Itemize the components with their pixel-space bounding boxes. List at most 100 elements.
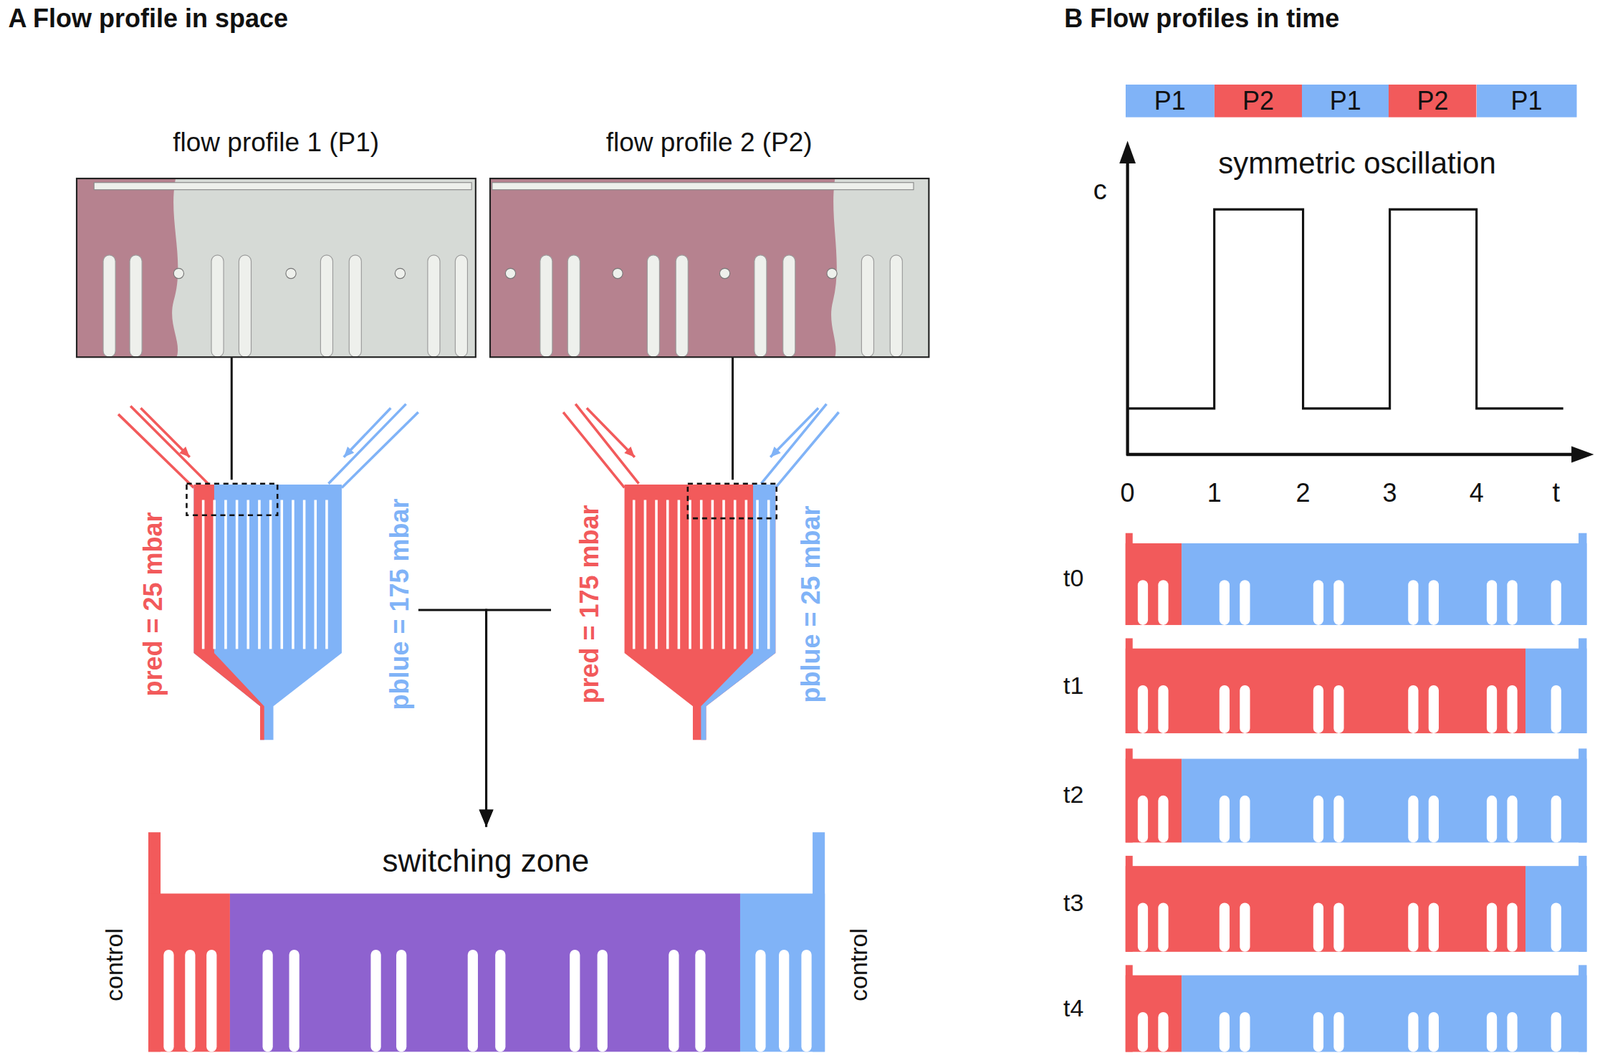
phase-band xyxy=(1388,84,1477,118)
zone-title: switching zone xyxy=(382,842,590,878)
finger-structure xyxy=(1313,579,1324,625)
finger-structure xyxy=(1486,684,1497,734)
chip-slot xyxy=(247,500,251,650)
connector xyxy=(732,356,734,480)
pillar xyxy=(505,268,516,279)
finger-structure xyxy=(1313,684,1324,734)
phase-band: P2 xyxy=(1388,84,1477,118)
phase-band xyxy=(1214,84,1302,118)
connector xyxy=(479,609,552,827)
finger-structure xyxy=(1157,795,1168,843)
chip-body xyxy=(194,484,342,740)
control-label: control xyxy=(845,927,873,1001)
finger-structure xyxy=(1157,579,1168,625)
pressure-label: pred = 25 mbar xyxy=(139,512,168,697)
panel-heading: flow profile 1 (P1) xyxy=(172,128,380,158)
finger-structure xyxy=(370,948,381,1051)
inlet-channel xyxy=(575,404,639,484)
blue-flow xyxy=(1181,975,1587,1052)
phase-band: P1 xyxy=(1476,84,1578,118)
finger-structure xyxy=(801,948,812,1051)
finger-structure xyxy=(1239,684,1250,734)
switching-zone: switching zone xyxy=(148,826,825,1052)
finger-structure xyxy=(495,948,506,1051)
inlet-channel xyxy=(563,412,625,488)
x-axis xyxy=(1126,452,1576,456)
micrograph-panel: flow profile 1 (P1) xyxy=(76,178,476,357)
chip-slot xyxy=(688,500,692,650)
tick-label: 4 xyxy=(1469,478,1484,508)
channel-wall xyxy=(93,182,472,190)
chip-slot xyxy=(700,500,703,650)
finger-structure xyxy=(1506,1011,1517,1052)
chip-slot xyxy=(677,500,681,650)
finger-structure xyxy=(753,255,766,357)
chip-slot xyxy=(767,500,771,650)
tick-label: 1 xyxy=(1207,478,1222,508)
finger-structure xyxy=(1137,684,1148,734)
finger-structure xyxy=(1137,579,1148,625)
finger-structure xyxy=(1219,684,1230,734)
panel-heading: flow profile 2 (P2) xyxy=(606,128,813,158)
axis-arrowhead xyxy=(1119,141,1136,164)
finger-structure xyxy=(1239,1011,1250,1052)
pressure-label: pblue = 25 mbar xyxy=(796,505,826,703)
finger-structure xyxy=(675,255,688,357)
chip-slot xyxy=(654,500,658,650)
finger-structure xyxy=(454,255,468,357)
art-group xyxy=(118,404,419,741)
finger-structure xyxy=(1428,902,1439,951)
finger-structure xyxy=(778,948,789,1051)
dyed-fluid xyxy=(490,178,837,357)
axis-label: t xyxy=(1551,477,1560,509)
chip-schematic-art xyxy=(132,479,419,740)
finger-structure xyxy=(539,255,552,357)
chip-slot xyxy=(269,500,273,650)
chip-slot xyxy=(314,500,318,650)
finger-structure xyxy=(1219,902,1230,951)
finger-structure xyxy=(396,948,407,1051)
tick-label: 0 xyxy=(1120,478,1135,508)
finger-structure xyxy=(1428,579,1439,625)
finger-structure xyxy=(889,255,903,357)
chip-slot xyxy=(257,500,261,650)
finger-structure xyxy=(1428,684,1439,734)
connector-line xyxy=(731,356,734,480)
finger-structure xyxy=(1239,902,1250,951)
finger-structure xyxy=(1219,1011,1230,1052)
connector-line xyxy=(418,609,487,827)
photo-background xyxy=(76,178,476,357)
chip-slot xyxy=(666,500,670,650)
blue-flow xyxy=(1181,543,1587,625)
finger-structure xyxy=(1407,902,1419,951)
finger-structure xyxy=(1551,795,1562,843)
finger-structure xyxy=(288,948,299,1051)
finger-structure xyxy=(184,948,195,1051)
finger-structure xyxy=(467,948,478,1051)
finger-structure xyxy=(427,255,440,357)
photo-frame xyxy=(76,178,476,357)
phase-band xyxy=(1476,84,1578,118)
panel-title: A Flow profile in space xyxy=(7,4,289,33)
art-group xyxy=(1388,84,1477,118)
finger-structure xyxy=(1407,579,1419,625)
blue-flow xyxy=(739,892,825,1052)
finger-structure xyxy=(1551,579,1562,625)
chip-stream xyxy=(194,484,265,740)
inflow-arrow xyxy=(343,408,392,458)
inflow-arrowhead xyxy=(624,446,635,458)
tick-label: 3 xyxy=(1382,478,1398,508)
finger-structure xyxy=(1157,1011,1168,1052)
inlet-channel xyxy=(328,404,407,484)
red-flow xyxy=(1125,865,1526,952)
art-group xyxy=(148,831,825,1052)
phase-label: P2 xyxy=(1242,88,1274,114)
chip-slot xyxy=(644,500,648,650)
photo-frame xyxy=(490,178,929,357)
phase-label: P2 xyxy=(1416,88,1449,114)
time-label: t2 xyxy=(1063,781,1084,809)
finger-structure xyxy=(1313,902,1324,951)
red-flow xyxy=(1125,648,1526,734)
tick-label: 2 xyxy=(1296,478,1311,508)
